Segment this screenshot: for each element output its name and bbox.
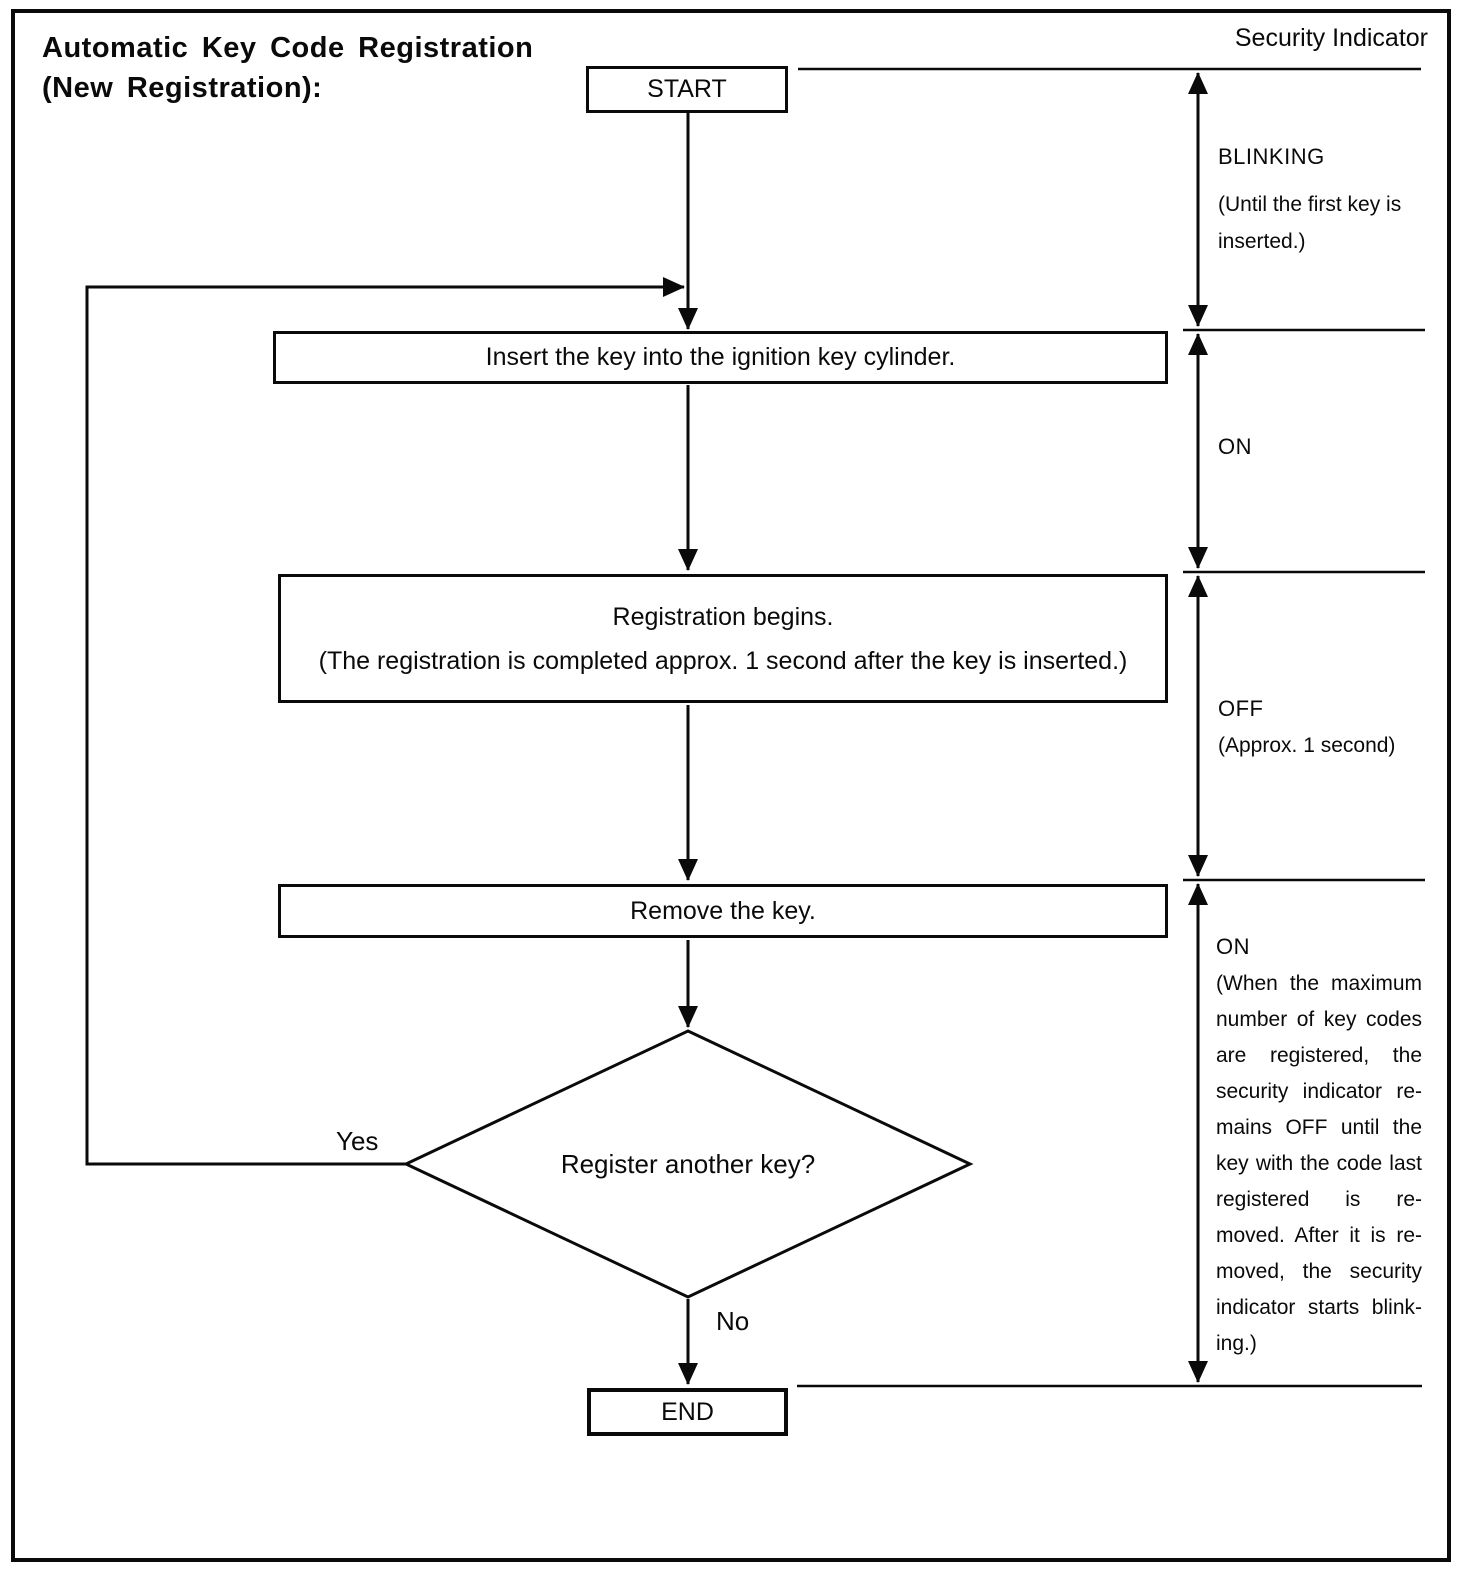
- remove-key-node: Remove the key.: [278, 884, 1168, 938]
- indicator-state-blinking: BLINKING: [1218, 144, 1325, 169]
- indicator-state-off: OFF: [1218, 696, 1264, 721]
- page-title: Automatic Key Code Registration (New Reg…: [42, 32, 534, 104]
- registration-node: Registration begins. (The registration i…: [278, 574, 1168, 703]
- decision-node-label: Register another key?: [560, 1149, 816, 1179]
- security-indicator-heading: Security Indicator: [1234, 24, 1428, 52]
- yes-branch-label: Yes: [336, 1126, 379, 1156]
- end-node: END: [587, 1388, 788, 1436]
- decision-diamond: [402, 1029, 974, 1299]
- indicator-note-off: (Approx. 1 second): [1218, 734, 1396, 757]
- indicator-state-on-max: ON: [1216, 934, 1250, 959]
- start-node: START: [586, 66, 788, 113]
- arrow-yes-loop: [85, 277, 685, 1166]
- indicator-state-on: ON: [1218, 434, 1252, 459]
- no-branch-label: No: [716, 1306, 750, 1336]
- registration-line1: Registration begins.: [612, 602, 834, 631]
- page-border: [11, 9, 1451, 1562]
- insert-key-node: Insert the key into the ignition key cyl…: [273, 331, 1168, 384]
- registration-line2: (The registration is completed approx. 1…: [318, 646, 1128, 675]
- indicator-note-blinking: (Until the first key is inserted.): [1218, 193, 1402, 253]
